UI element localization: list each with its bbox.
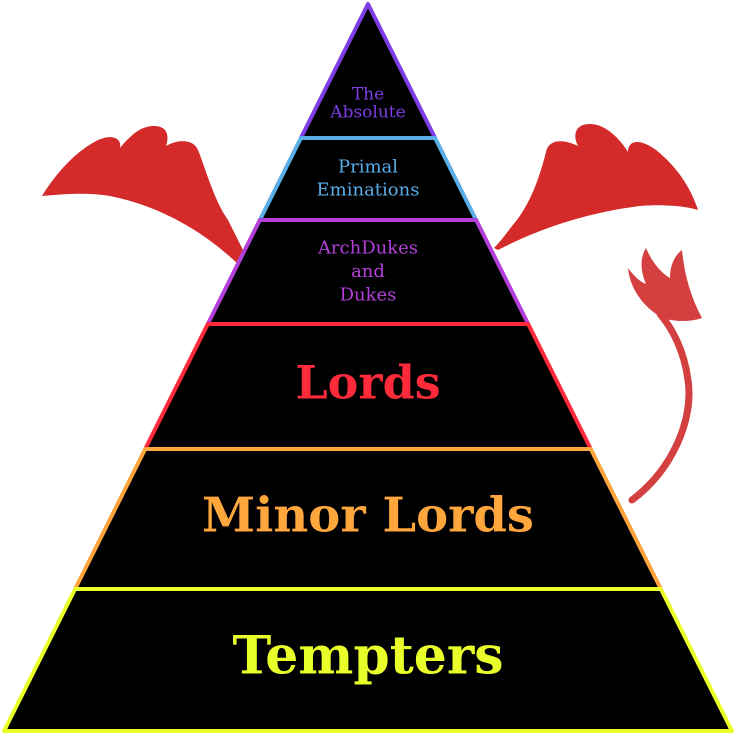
tier-4-label: Lords [295,356,440,410]
left-wing-icon [42,126,246,266]
right-wing-icon [494,124,698,250]
tier-1-label: The [352,85,384,105]
tier-2-label: Eminations [317,180,420,201]
tail-icon [628,310,693,504]
demon-wings-and-tail [42,124,702,504]
tier-1-label: Absolute [329,102,405,122]
tail-tip-icon [628,248,702,321]
tier-2-label: Primal [338,156,398,177]
tier-6-label: Tempters [233,626,504,687]
tier-3-label: ArchDukes [317,238,418,259]
tier-5-label: Minor Lords [202,488,534,544]
tier-3-label: and [351,261,385,282]
pyramid-tier-6 [2,587,734,733]
tier-3-label: Dukes [340,284,397,305]
